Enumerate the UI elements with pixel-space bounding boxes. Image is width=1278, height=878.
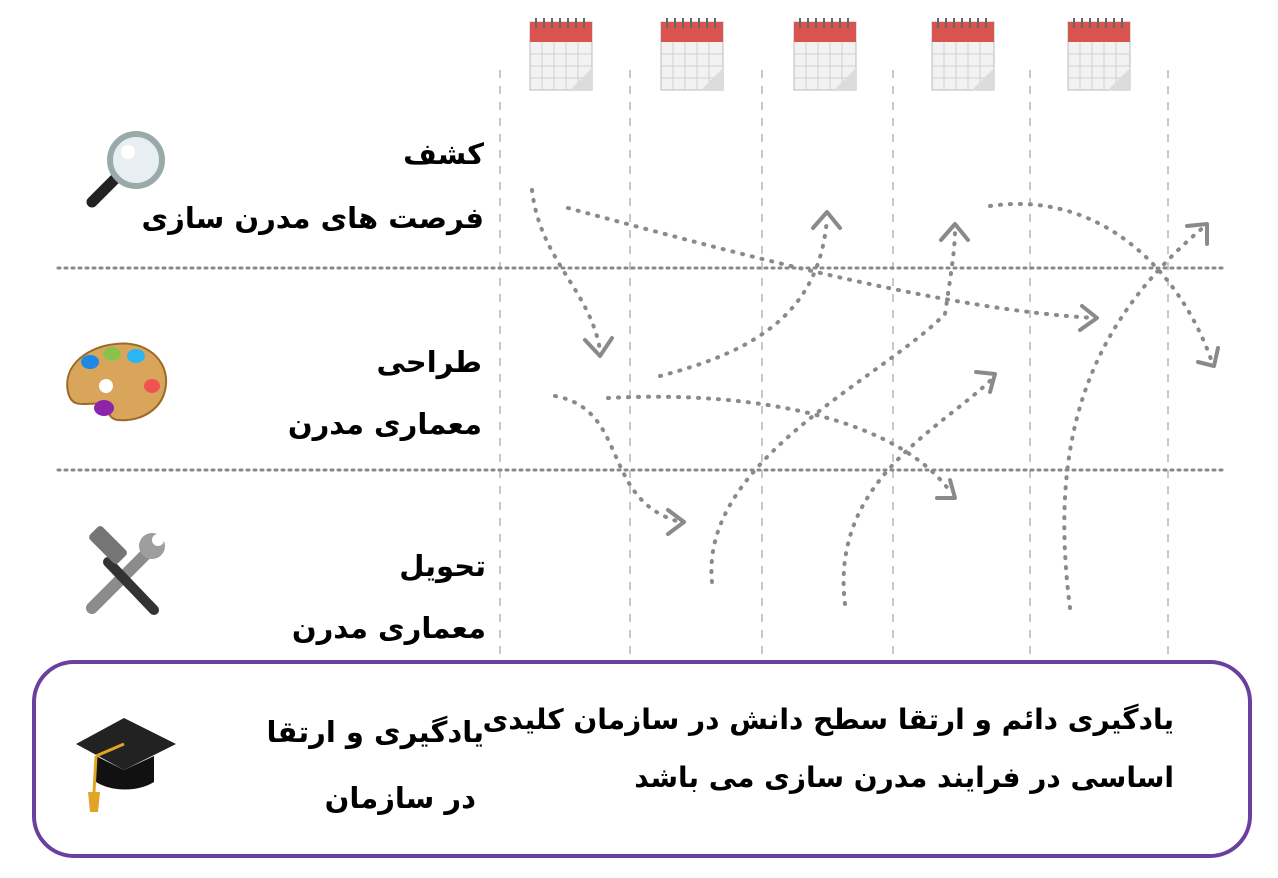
- flow-arrow: [553, 394, 682, 524]
- graduation-cap-icon: [76, 718, 176, 812]
- flow-arrow: [841, 376, 995, 606]
- arrow-heads: [583, 210, 1220, 536]
- flow-arrow: [1062, 224, 1207, 610]
- flow-arrow: [530, 188, 602, 352]
- stage-design-subtitle: معماری مدرن: [287, 407, 482, 441]
- flow-arrow: [709, 228, 957, 584]
- calendar-icon: [529, 18, 593, 91]
- arrow-head: [583, 336, 614, 358]
- timeline-columns: [499, 70, 1169, 660]
- hammer-and-wrench-icon: [86, 526, 165, 615]
- arrow-head: [666, 508, 686, 536]
- arrow-head: [1196, 346, 1220, 368]
- arrow-head: [939, 222, 970, 242]
- calendar-icon: [660, 18, 724, 91]
- stage-discover-title: کشف: [403, 137, 484, 171]
- learning-summary-box: [32, 660, 1252, 858]
- arrow-head: [811, 210, 842, 230]
- stage-discover-subtitle: فرصت های مدرن سازی: [141, 201, 484, 235]
- arrow-head: [974, 370, 997, 394]
- flow-arrow: [606, 394, 954, 496]
- calendar-icon: [1067, 18, 1131, 91]
- stage-design-title: طراحی: [376, 345, 482, 379]
- flow-arrow: [566, 206, 1097, 320]
- flow-arrow: [658, 216, 829, 378]
- learning-description-line2: اساسی در فرایند مدرن سازی می باشد: [634, 761, 1174, 794]
- arrow-head: [1078, 304, 1099, 332]
- calendar-icon: [793, 18, 857, 91]
- arrow-head: [1185, 222, 1209, 246]
- calendar-icon: [931, 18, 995, 91]
- artist-palette-icon: [66, 342, 168, 422]
- row-dividers: [56, 266, 1228, 472]
- flow-arrow: [988, 202, 1214, 364]
- magnifying-glass-icon: [86, 131, 165, 208]
- stage-delivery-title: تحویل: [399, 549, 486, 583]
- learning-title: یادگیری و ارتقا: [266, 715, 485, 749]
- arrow-head: [935, 478, 957, 500]
- flow-arrows: [530, 188, 1214, 610]
- calendar-row: [529, 18, 1131, 91]
- stage-delivery-subtitle: معماری مدرن: [291, 611, 486, 645]
- learning-subtitle: در سازمان: [324, 781, 476, 815]
- learning-description-line1: یادگیری دائم و ارتقا سطح دانش در سازمان …: [482, 703, 1174, 736]
